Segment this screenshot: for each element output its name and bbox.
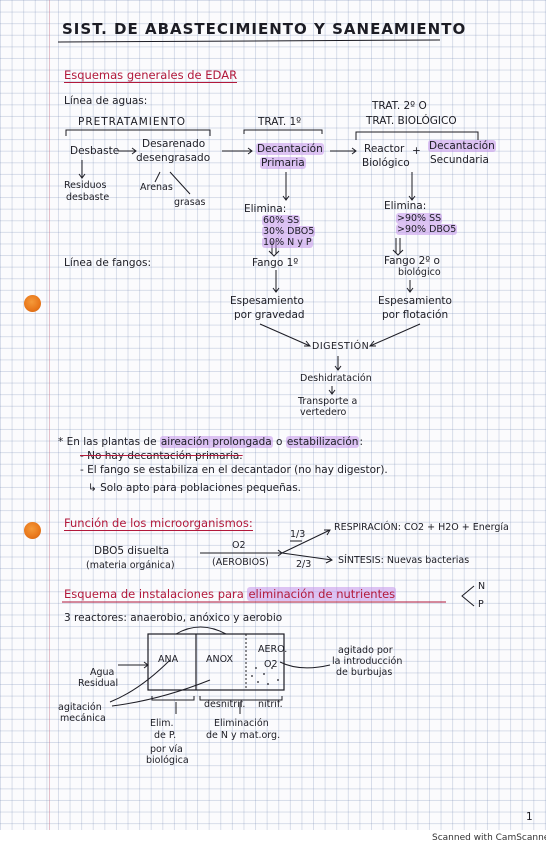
desbaste-step: Desbaste (70, 145, 120, 157)
grasas-label: grasas (174, 197, 206, 208)
binder-hole (24, 295, 41, 312)
elim-via-label: por vía (150, 744, 183, 755)
elimina2-ss: >90% SS (396, 213, 443, 224)
plus-sign: + (412, 145, 421, 157)
elimina2-dbo: >90% DBO5 (396, 224, 458, 235)
nitrif-label: nitrif. (258, 699, 283, 710)
linea-aguas-label: Línea de aguas: (64, 95, 148, 107)
residuos-label: Residuos (64, 180, 107, 191)
aero-reactor: AERO. (258, 644, 288, 655)
respiracion-label: RESPIRACIÓN: CO2 + H2O + Energía (334, 522, 509, 533)
elimina1-dbo: 30% DBO5 (262, 226, 316, 237)
reactor-step: Reactor (364, 143, 405, 155)
transporte-label: Transporte a (298, 396, 358, 407)
deshidratacion-label: Deshidratación (300, 373, 372, 384)
agua-label: Agua (90, 667, 115, 678)
decantacion-secundaria-sub: Secundaria (430, 154, 489, 166)
page-number: 1 (526, 811, 533, 823)
n-label: N (478, 581, 486, 592)
trat1-label: TRAT. 1º (258, 116, 302, 128)
agua-residual-label: Residual (78, 678, 119, 689)
digestion-label: DIGESTIÓN (312, 341, 370, 352)
binder-hole (24, 522, 41, 539)
agitacion-sub: mecánica (60, 713, 106, 724)
reactores-label: 3 reactores: anaerobio, anóxico y aerobi… (64, 612, 283, 624)
eliminacion-sub: de N y mat.org. (206, 730, 281, 741)
desengrasado-step: desengrasado (136, 152, 211, 164)
scanner-watermark: Scanned with CamScanner (432, 833, 546, 843)
aerobios-label: (AEROBIOS) (212, 557, 269, 568)
dbo-label: DBO5 disuelta (94, 545, 170, 557)
agitacion-label: agitación (58, 702, 102, 713)
decantacion-primaria-step: Decantación (256, 143, 324, 155)
page-title: SIST. DE ABASTECIMIENTO Y SANEAMIENTO (62, 20, 467, 38)
linea-fangos-label: Línea de fangos: (64, 257, 151, 269)
elim-biologica-label: biológica (146, 755, 189, 766)
arenas-label: Arenas (140, 182, 173, 193)
fango2-sub: biológico (398, 267, 441, 278)
elimina1-ss: 60% SS (262, 215, 301, 226)
nota-line-2: - No hay decantación primaria. (80, 450, 243, 462)
sintesis-label: SÍNTESIS: Nuevas bacterias (338, 555, 470, 566)
elim-p-label: de P. (154, 730, 177, 741)
fango1-label: Fango 1º (252, 257, 299, 269)
decantacion-secundaria-step: Decantación (428, 140, 496, 152)
espesamiento2-label: Espesamiento (378, 295, 452, 307)
agitado-sub-1: la introducción (332, 656, 403, 667)
nota-line-4: ↳ Solo apto para poblaciones pequeñas. (88, 482, 302, 494)
espesamiento1-sub: por gravedad (234, 309, 305, 321)
espesamiento2-sub: por flotación (382, 309, 449, 321)
o2-label: O2 (232, 540, 246, 551)
trat-biologico-label: TRAT. BIOLÓGICO (366, 115, 457, 127)
nota-line-1: * En las plantas de aireación prolongada… (58, 436, 363, 448)
espesamiento1-label: Espesamiento (230, 295, 304, 307)
materia-organica-label: (materia orgánica) (86, 560, 175, 571)
ana-reactor: ANA (158, 654, 179, 665)
agitado-sub-2: de burbujas (336, 667, 393, 678)
elimina1-np: 10% N y P (262, 237, 313, 248)
p-label: P (478, 599, 484, 610)
trat2-label: TRAT. 2º O (372, 100, 427, 112)
fraction-two-thirds: 2/3 (296, 559, 312, 570)
nutrientes-heading: Esquema de instalaciones para eliminació… (64, 587, 397, 601)
anox-reactor: ANOX (206, 654, 233, 665)
edar-heading: Esquemas generales de EDAR (64, 68, 238, 83)
eliminacion-label: Eliminación (214, 718, 269, 729)
elimina1-label: Elimina: (244, 203, 287, 215)
agitado-label: agitado por (338, 645, 393, 656)
nota-line-3: - El fango se estabiliza en el decantado… (80, 464, 388, 476)
fango2-label: Fango 2º o (384, 255, 440, 267)
desarenado-step: Desarenado (142, 138, 206, 150)
margin-line (49, 0, 50, 830)
elimina2-label: Elimina: (384, 200, 427, 212)
residuos-sub: desbaste (66, 192, 110, 203)
scanner-footer: Scanned with CamScanner (0, 830, 546, 848)
vertedero-label: vertedero (300, 407, 347, 418)
reactor-sub: Biológico (362, 157, 410, 169)
elim-label: Elim. (150, 718, 174, 729)
decantacion-primaria-sub: Primaria (260, 157, 306, 169)
pretratamiento-label: PRETRATAMIENTO (78, 116, 187, 128)
fraction-one-third: 1/3 (290, 529, 306, 540)
aero-o2: O2 (264, 659, 278, 670)
microorganismos-heading: Función de los microorganismos: (64, 516, 253, 531)
desnitrif-label: desnitrif. (204, 699, 246, 710)
